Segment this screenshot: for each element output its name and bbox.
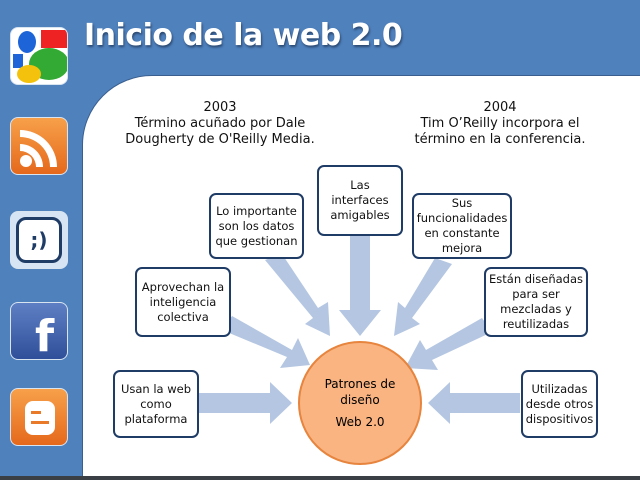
google-icon bbox=[10, 27, 68, 85]
note-2003-year: 2003 bbox=[203, 100, 237, 115]
center-label: Patrones de diseño bbox=[324, 377, 396, 407]
arrow-1 bbox=[199, 382, 292, 424]
note-2003: 2003 Término acuñado por Dale Dougherty … bbox=[100, 100, 340, 148]
arrow-2 bbox=[222, 316, 310, 368]
note-2003-text: Término acuñado por Dale Dougherty de O'… bbox=[125, 116, 315, 147]
box-datos: Lo importante son los datos que gestiona… bbox=[209, 193, 304, 259]
arrow-7 bbox=[428, 382, 520, 424]
arrow-4 bbox=[339, 236, 381, 336]
box-interfaces: Las interfaces amigables bbox=[317, 165, 403, 236]
center-sublabel: Web 2.0 bbox=[335, 415, 385, 429]
bottom-bar bbox=[0, 476, 640, 480]
blogger-icon bbox=[10, 388, 68, 446]
note-2004-text: Tim O’Reilly incorpora el término en la … bbox=[414, 116, 586, 147]
box-mezcladas: Están diseñadas para ser mezcladas y reu… bbox=[484, 267, 588, 337]
box-funcionalidades: Sus funcionalidades en constante mejora bbox=[412, 193, 512, 259]
arrow-5 bbox=[394, 258, 452, 336]
center-circle: Patrones de diseño Web 2.0 bbox=[298, 341, 422, 465]
box-dispositivos: Utilizadas desde otros dispositivos bbox=[521, 370, 598, 438]
facebook-icon: f bbox=[10, 302, 68, 361]
slide-title: Inicio de la web 2.0 bbox=[84, 18, 403, 53]
arrow-6 bbox=[405, 318, 492, 370]
box-inteligencia-colectiva: Aprovechan la inteligencia colectiva bbox=[135, 267, 231, 337]
smiley-wink-icon: ;) bbox=[10, 211, 68, 269]
rss-icon bbox=[10, 117, 68, 175]
box-usan-la-web: Usan la web como plataforma bbox=[113, 370, 199, 438]
note-2004: 2004 Tim O’Reilly incorpora el término e… bbox=[380, 100, 620, 148]
arrow-3 bbox=[265, 254, 330, 336]
note-2004-year: 2004 bbox=[483, 100, 517, 115]
